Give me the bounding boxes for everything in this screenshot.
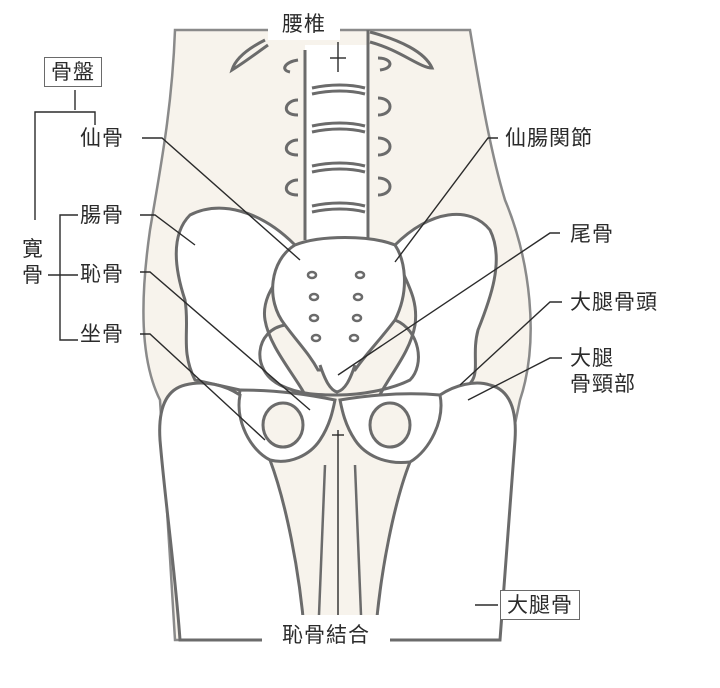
label-sacroiliac-joint: 仙腸関節 [505, 126, 593, 150]
left-rib [229, 38, 269, 74]
label-pelvis: 骨盤 [44, 57, 102, 87]
label-femoral-neck-line2: 骨頸部 [570, 372, 636, 396]
left-femur [158, 381, 307, 642]
label-ilium: 腸骨 [80, 203, 124, 227]
label-femoral-neck-line1: 大腿 [570, 346, 614, 370]
sacral-foramina [306, 270, 366, 343]
vertebra-discs [311, 83, 366, 214]
left-ilium [174, 206, 313, 408]
left-obturator-foramen [261, 401, 305, 449]
right-femur [373, 381, 517, 642]
sacrum [271, 236, 406, 372]
label-femur: 大腿骨 [500, 590, 580, 620]
label-hip-bone: 寛骨 [22, 237, 44, 287]
pelvic-inlet [258, 318, 420, 397]
label-sacrum: 仙骨 [80, 126, 124, 150]
transverse-processes [283, 56, 392, 197]
right-obturator-foramen [368, 401, 412, 449]
label-ischium: 坐骨 [80, 322, 124, 346]
label-lumbar-spine: 腰椎 [268, 8, 340, 40]
thigh-gap [325, 465, 355, 640]
label-pubis: 恥骨 [80, 262, 124, 286]
label-coccyx: 尾骨 [570, 222, 614, 246]
coccyx [318, 364, 357, 394]
right-rib [369, 30, 435, 70]
leader-lines [34, 42, 562, 615]
label-pubic-symphysis: 恥骨結合 [262, 615, 390, 655]
label-femoral-head: 大腿骨頭 [570, 290, 658, 314]
lumbar-column [305, 45, 370, 245]
